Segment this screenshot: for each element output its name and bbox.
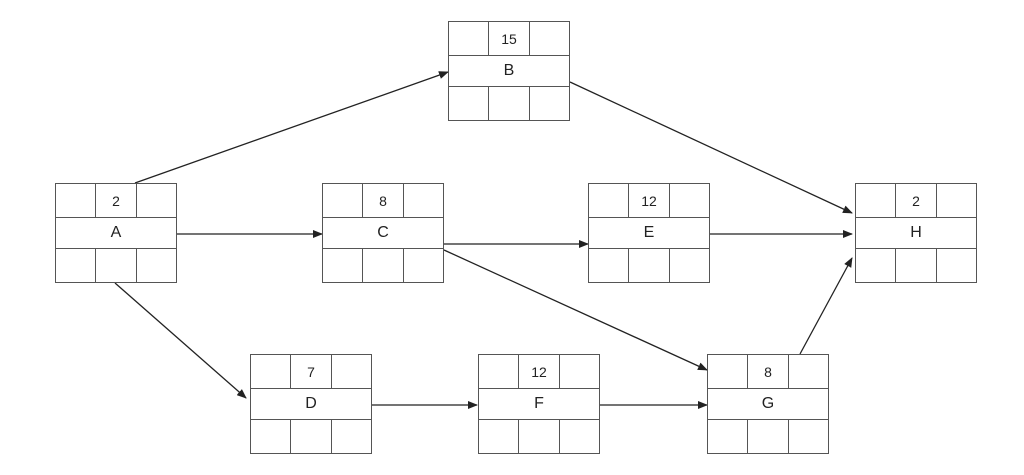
float-cell bbox=[747, 420, 787, 453]
duration-cell: 15 bbox=[488, 22, 528, 55]
node-bottom-row bbox=[708, 419, 828, 453]
node-top-row: 8 bbox=[708, 355, 828, 389]
float-cell bbox=[628, 249, 668, 282]
node-bottom-row bbox=[449, 86, 569, 120]
latest-start-cell bbox=[56, 249, 95, 282]
duration-cell: 8 bbox=[362, 184, 402, 217]
node-top-row: 8 bbox=[323, 184, 443, 218]
node-bottom-row bbox=[856, 248, 976, 282]
node-bottom-row bbox=[56, 248, 176, 282]
latest-finish-cell bbox=[787, 420, 828, 453]
activity-label: F bbox=[534, 395, 544, 412]
duration-cell: 2 bbox=[95, 184, 135, 217]
duration-cell: 12 bbox=[518, 355, 558, 388]
activity-label: H bbox=[910, 224, 922, 241]
earliest-start-cell bbox=[449, 22, 488, 55]
latest-finish-cell bbox=[330, 420, 371, 453]
float-cell bbox=[895, 249, 935, 282]
latest-finish-cell bbox=[668, 249, 709, 282]
latest-start-cell bbox=[479, 420, 518, 453]
node-top-row: 7 bbox=[251, 355, 371, 389]
latest-start-cell bbox=[589, 249, 628, 282]
earliest-finish-cell bbox=[135, 184, 176, 217]
latest-finish-cell bbox=[935, 249, 976, 282]
earliest-start-cell bbox=[56, 184, 95, 217]
node-top-row: 15 bbox=[449, 22, 569, 56]
duration-cell: 2 bbox=[895, 184, 935, 217]
float-cell bbox=[362, 249, 402, 282]
edge-g-to-h bbox=[799, 257, 853, 355]
earliest-start-cell bbox=[479, 355, 518, 388]
earliest-start-cell bbox=[708, 355, 747, 388]
duration-cell: 7 bbox=[290, 355, 330, 388]
earliest-start-cell bbox=[251, 355, 290, 388]
float-cell bbox=[488, 87, 528, 120]
latest-finish-cell bbox=[135, 249, 176, 282]
latest-start-cell bbox=[323, 249, 362, 282]
latest-finish-cell bbox=[558, 420, 599, 453]
earliest-finish-cell bbox=[330, 355, 371, 388]
earliest-finish-cell bbox=[558, 355, 599, 388]
earliest-finish-cell bbox=[787, 355, 828, 388]
activity-label: A bbox=[110, 224, 122, 241]
latest-finish-cell bbox=[528, 87, 569, 120]
duration-cell: 12 bbox=[628, 184, 668, 217]
earliest-start-cell bbox=[589, 184, 628, 217]
edge-c-to-g bbox=[443, 249, 708, 371]
node-bottom-row bbox=[479, 419, 599, 453]
node-top-row: 2 bbox=[56, 184, 176, 218]
duration-cell: 8 bbox=[747, 355, 787, 388]
activity-label: G bbox=[761, 395, 775, 412]
earliest-start-cell bbox=[856, 184, 895, 217]
node-bottom-row bbox=[323, 248, 443, 282]
earliest-finish-cell bbox=[668, 184, 709, 217]
node-bottom-row bbox=[251, 419, 371, 453]
activity-label: D bbox=[305, 395, 317, 412]
edge-a-to-b bbox=[134, 71, 449, 184]
activity-label: B bbox=[503, 62, 515, 79]
earliest-finish-cell bbox=[935, 184, 976, 217]
node-top-row: 12 bbox=[589, 184, 709, 218]
float-cell bbox=[518, 420, 558, 453]
edge-b-to-h bbox=[569, 81, 853, 214]
latest-start-cell bbox=[251, 420, 290, 453]
latest-finish-cell bbox=[402, 249, 443, 282]
activity-label: E bbox=[643, 224, 655, 241]
earliest-finish-cell bbox=[402, 184, 443, 217]
edge-a-to-d bbox=[114, 282, 247, 399]
earliest-finish-cell bbox=[528, 22, 569, 55]
earliest-start-cell bbox=[323, 184, 362, 217]
latest-start-cell bbox=[449, 87, 488, 120]
latest-start-cell bbox=[856, 249, 895, 282]
node-top-row: 12 bbox=[479, 355, 599, 389]
node-bottom-row bbox=[589, 248, 709, 282]
float-cell bbox=[95, 249, 135, 282]
float-cell bbox=[290, 420, 330, 453]
activity-label: C bbox=[377, 224, 389, 241]
node-top-row: 2 bbox=[856, 184, 976, 218]
latest-start-cell bbox=[708, 420, 747, 453]
